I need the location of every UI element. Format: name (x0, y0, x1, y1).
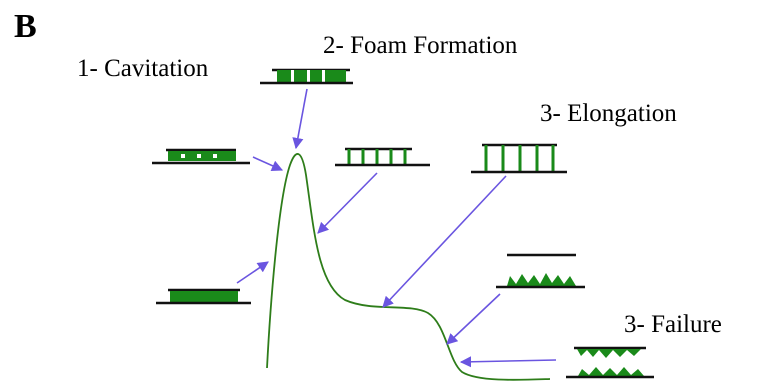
failure-icon (566, 346, 654, 379)
cavitation-icon (152, 148, 250, 165)
label-cavitation: 1- Cavitation (77, 55, 209, 82)
foam-formation-icon (260, 68, 353, 85)
arrow-separation-to-drop (446, 293, 501, 345)
arrow-cavitation-to-peak (252, 156, 284, 171)
label-elongation: 3- Elongation (540, 100, 677, 127)
label-failure: 3- Failure (624, 311, 722, 338)
arrow-failure-to-end (459, 356, 557, 368)
arrow-foam-to-peak (292, 88, 308, 150)
force-curve (266, 153, 551, 381)
fibril-growth-icon (335, 147, 430, 167)
separation-icon (496, 253, 585, 289)
contact-icon (156, 288, 251, 305)
elongation-icon (471, 143, 567, 174)
arrow-elongation-to-plateau (382, 175, 507, 308)
panel-letter: B (14, 8, 37, 45)
arrow-contact-to-curve (236, 261, 269, 284)
label-foam-formation: 2- Foam Formation (323, 32, 518, 59)
arrow-fibril-to-curve (317, 172, 378, 234)
